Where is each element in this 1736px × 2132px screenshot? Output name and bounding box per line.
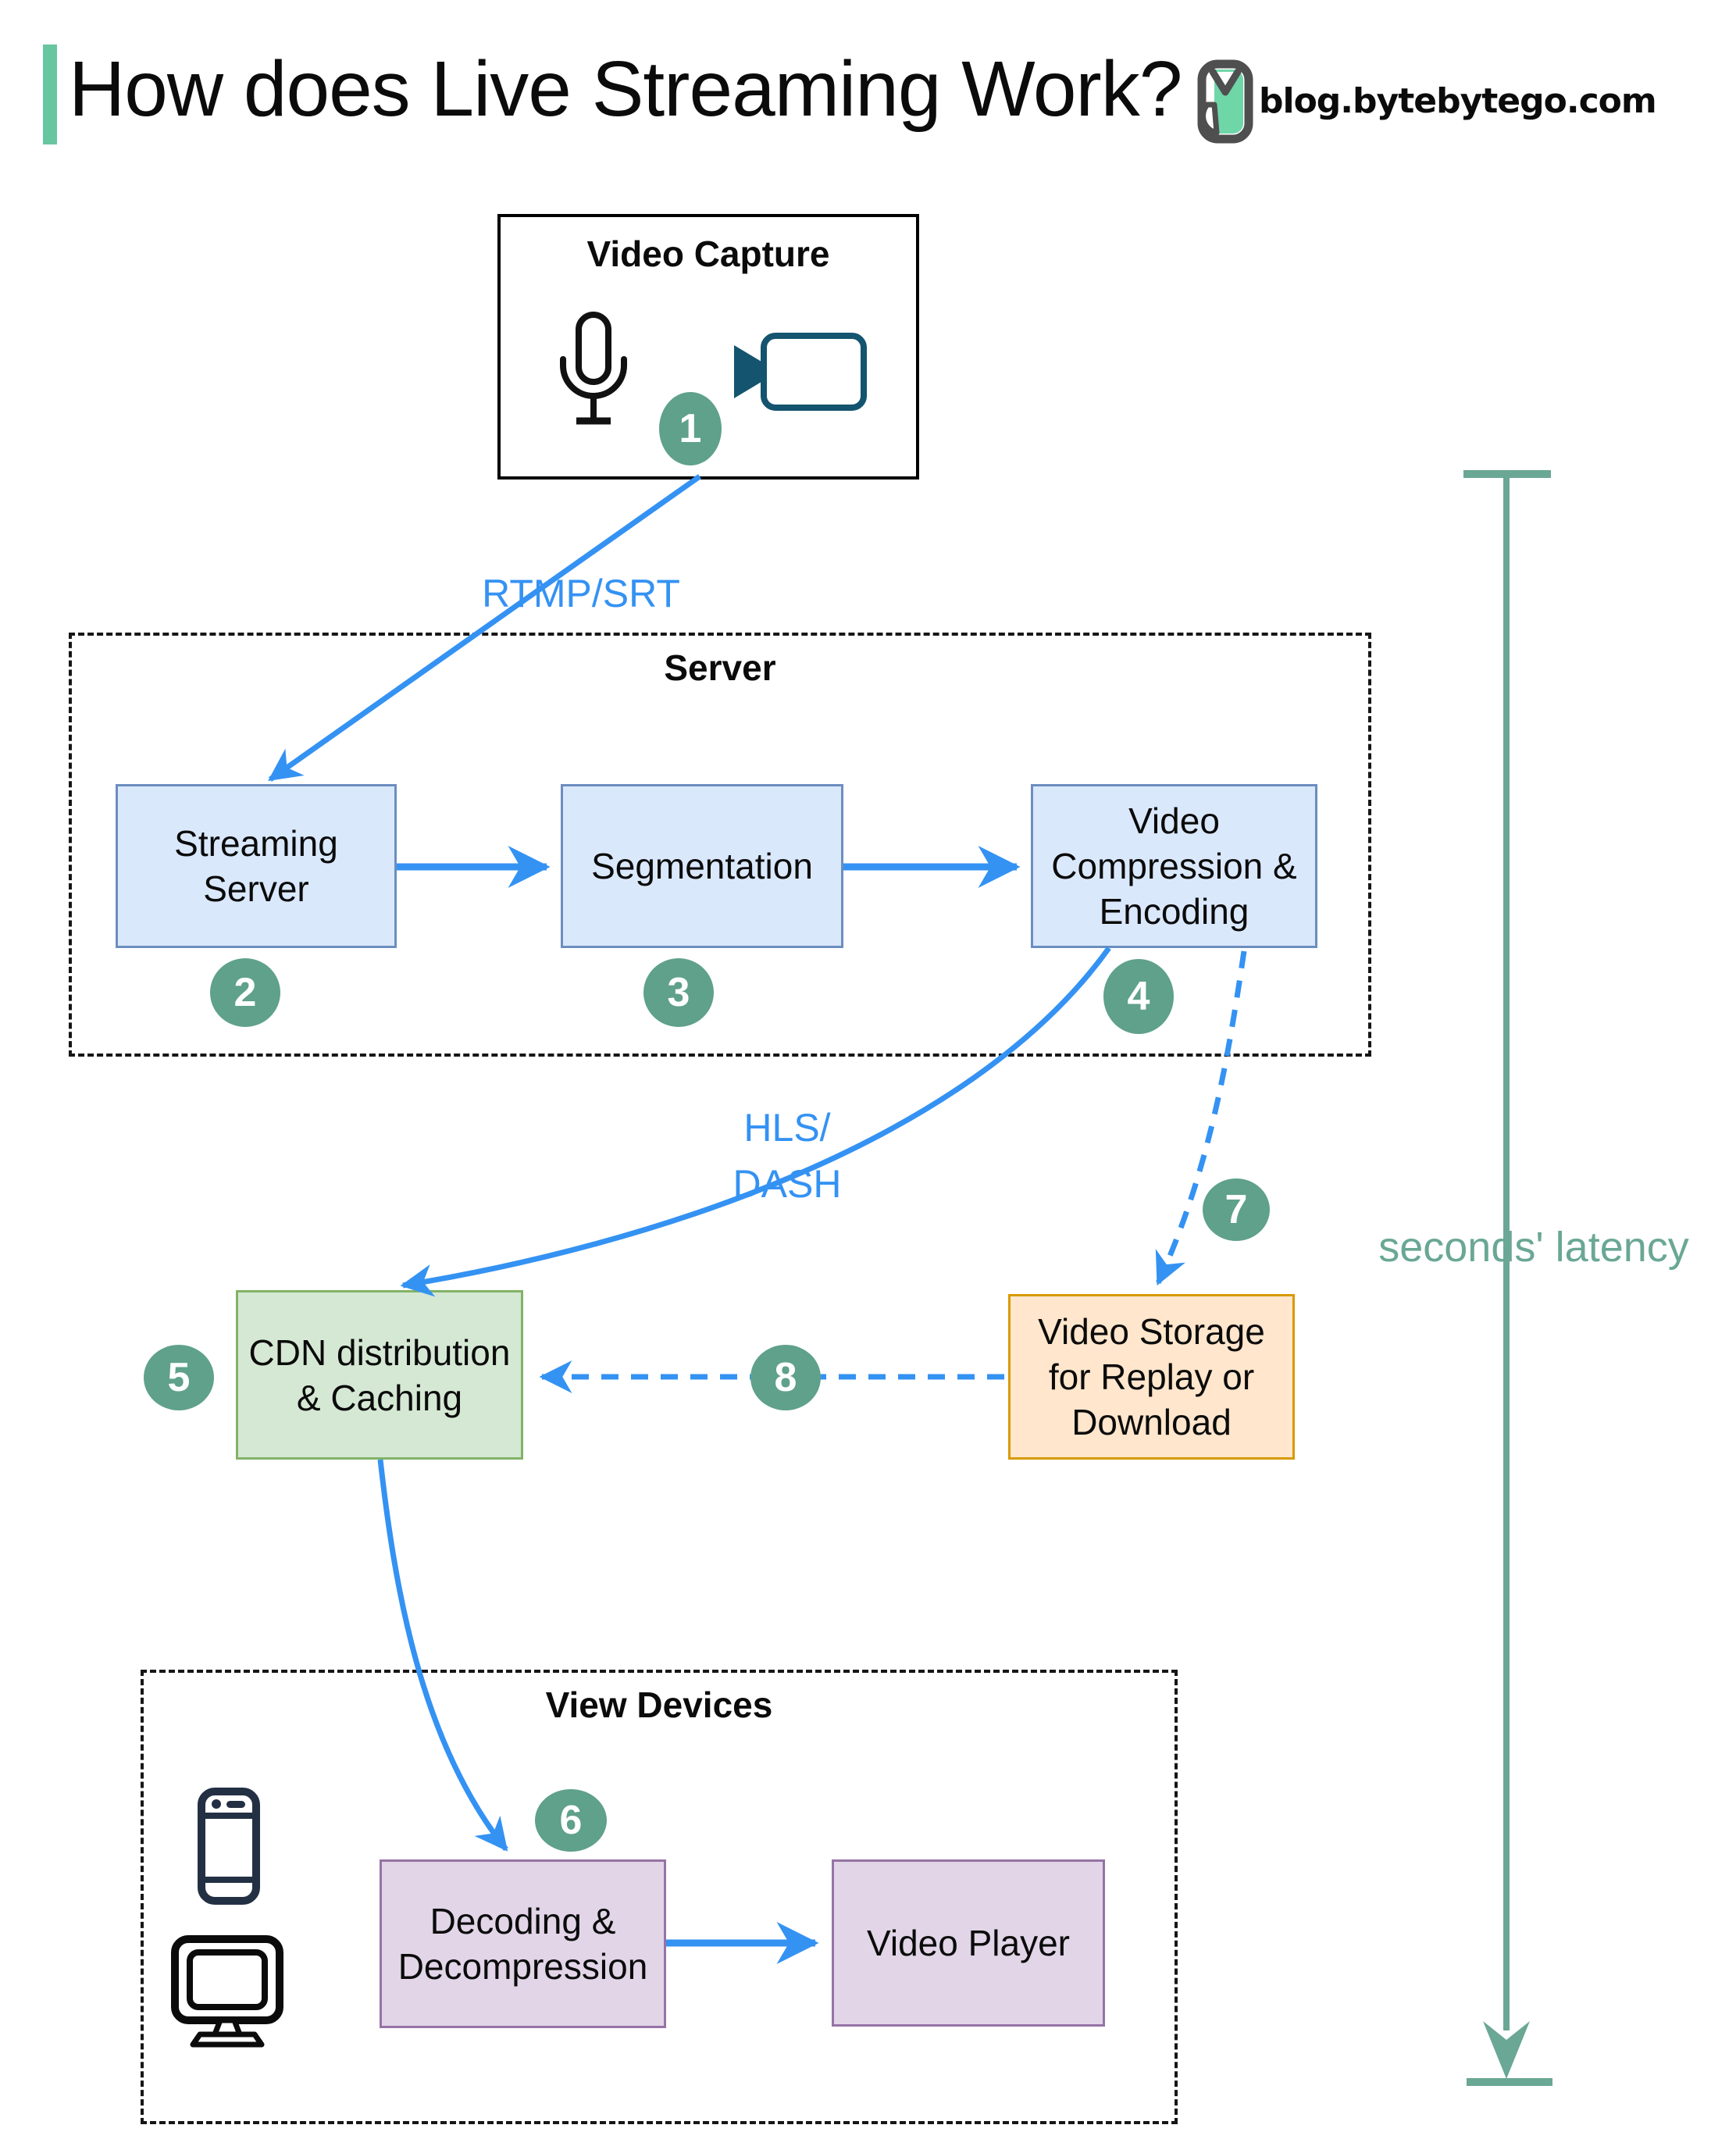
node-decoding: Decoding & Decompression <box>380 1859 666 2028</box>
site-url: blog.bytebytego.com <box>1259 81 1657 121</box>
latency-arrowhead <box>1483 2021 1530 2079</box>
video-capture-title: Video Capture <box>586 234 830 274</box>
node-streaming-server: Streaming Server <box>116 784 397 948</box>
step-badge-1: 1 <box>659 392 722 465</box>
latency-label: seconds' latency <box>1378 1224 1689 1271</box>
video-storage-label: Video Storage for Replay or Download <box>1038 1311 1265 1442</box>
step-badge-7: 7 <box>1203 1178 1270 1241</box>
smartphone-icon <box>198 1788 260 1905</box>
desktop-monitor-icon <box>171 1935 283 2048</box>
group-view-devices: View Devices <box>141 1670 1178 2124</box>
view-devices-group-title: View Devices <box>545 1685 773 1725</box>
streaming-server-label: Streaming Server <box>174 823 338 909</box>
video-camera-icon <box>734 333 867 411</box>
edge-label-rtmp-srt: RTMP/SRT <box>482 572 680 615</box>
step-badge-3: 3 <box>643 958 714 1027</box>
step-badge-2: 2 <box>210 958 280 1027</box>
page-title: How does Live Streaming Work? <box>69 45 1182 133</box>
decoding-label: Decoding & Decompression <box>397 1901 648 1987</box>
step-badge-8: 8 <box>750 1345 821 1410</box>
node-video-player: Video Player <box>832 1859 1105 2027</box>
bytebytego-logo-icon <box>1197 59 1253 144</box>
microphone-icon <box>560 312 627 425</box>
step-badge-6: 6 <box>535 1789 607 1852</box>
video-compression-label: Video Compression & Encoding <box>1051 800 1297 932</box>
video-player-label: Video Player <box>867 1923 1070 1963</box>
step-badge-4: 4 <box>1103 959 1174 1034</box>
node-video-compression: Video Compression & Encoding <box>1031 784 1317 948</box>
edge-label-hls-dash: HLS/ DASH <box>733 1106 842 1206</box>
segmentation-label: Segmentation <box>591 846 813 886</box>
node-segmentation: Segmentation <box>561 784 843 948</box>
server-group-title: Server <box>664 647 776 688</box>
step-badge-5: 5 <box>144 1345 214 1410</box>
title-accent-bar <box>43 45 57 144</box>
cdn-label: CDN distribution & Caching <box>248 1332 511 1418</box>
node-video-storage: Video Storage for Replay or Download <box>1008 1294 1295 1460</box>
node-cdn: CDN distribution & Caching <box>236 1290 523 1460</box>
